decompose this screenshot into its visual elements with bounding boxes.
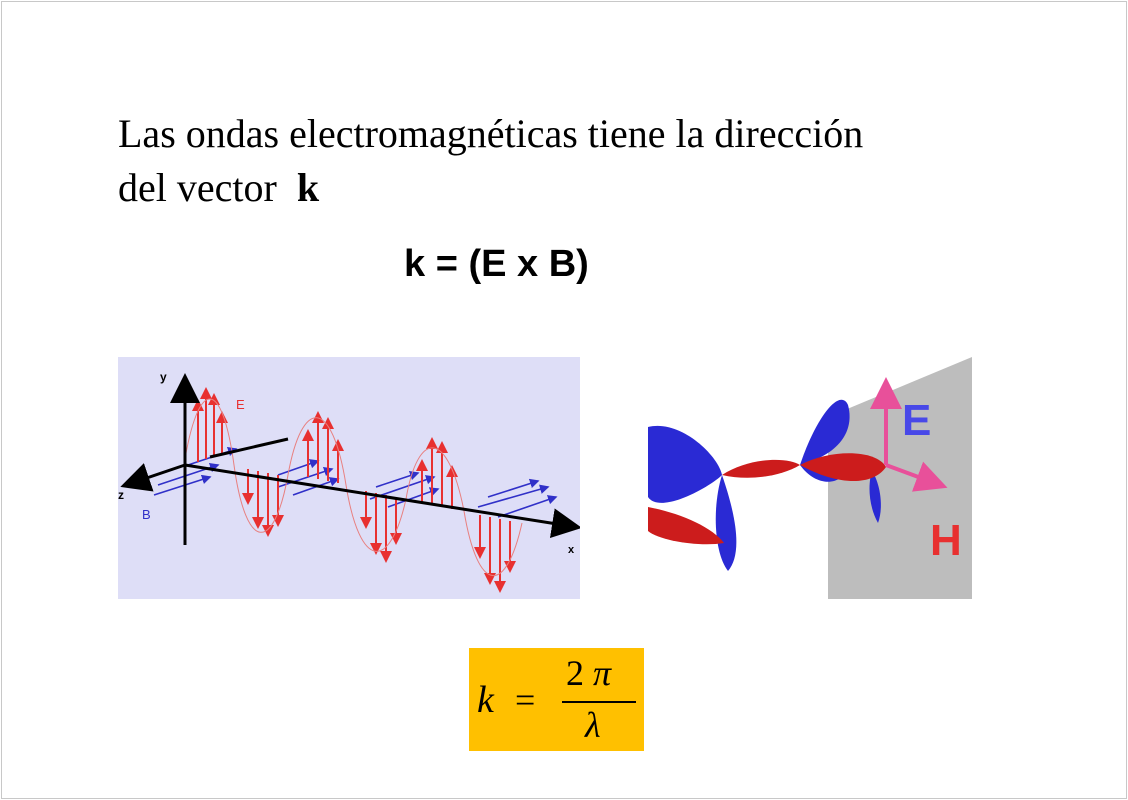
magnetic-lobe-3: [800, 453, 886, 482]
electric-field-arrows: [192, 387, 516, 593]
electric-wave-envelope: [183, 398, 523, 576]
em-wave-plane-diagram: E H: [640, 357, 972, 599]
axis-label-z: z: [118, 488, 124, 502]
H-arrow: [885, 461, 948, 492]
electric-lobe-5: [869, 471, 881, 523]
magnetic-field-arrows: [153, 446, 558, 518]
axes: [120, 373, 582, 545]
wave-number-symbol: k: [477, 679, 494, 721]
electric-lobe-2: [715, 475, 737, 571]
plane-label-H: H: [930, 516, 962, 565]
magnetic-lobe-2: [722, 459, 800, 478]
axis-label-x: x: [568, 544, 575, 556]
formula-numerator: 2 π: [566, 652, 611, 694]
axis-label-y: y: [160, 370, 167, 384]
em-wave-3d-diagram: y z x E B: [118, 357, 582, 599]
pi-symbol: π: [593, 653, 612, 693]
plane-label-E: E: [902, 396, 931, 445]
field-label-B: B: [142, 507, 151, 522]
electric-lobe-1: [648, 425, 722, 503]
slide-title: Las ondas electromagnéticas tiene la dir…: [118, 107, 1018, 215]
equals-sign: =: [515, 680, 536, 720]
vector-k-label: k: [296, 165, 320, 210]
title-line-1: Las ondas electromagnéticas tiene la dir…: [118, 111, 864, 156]
em-wave-3d-svg: y z x E B: [118, 370, 582, 593]
magnetic-lobe-1: [648, 507, 724, 545]
wavelength-symbol: λ: [585, 705, 601, 745]
field-label-E: E: [236, 397, 245, 412]
wavefront-plane: [828, 357, 972, 599]
numerator-number: 2: [566, 653, 584, 693]
title-line-2: del vector k: [118, 161, 1018, 215]
em-wave-plane-svg: E H: [648, 357, 972, 599]
cross-product-formula: k = (E x B): [404, 243, 589, 285]
title-line-2-prefix: del vector: [118, 165, 277, 210]
fraction-bar: [562, 701, 636, 703]
wave-number-formula-box: k = 2 π λ: [469, 648, 644, 751]
electric-lobe-3: [800, 399, 850, 465]
